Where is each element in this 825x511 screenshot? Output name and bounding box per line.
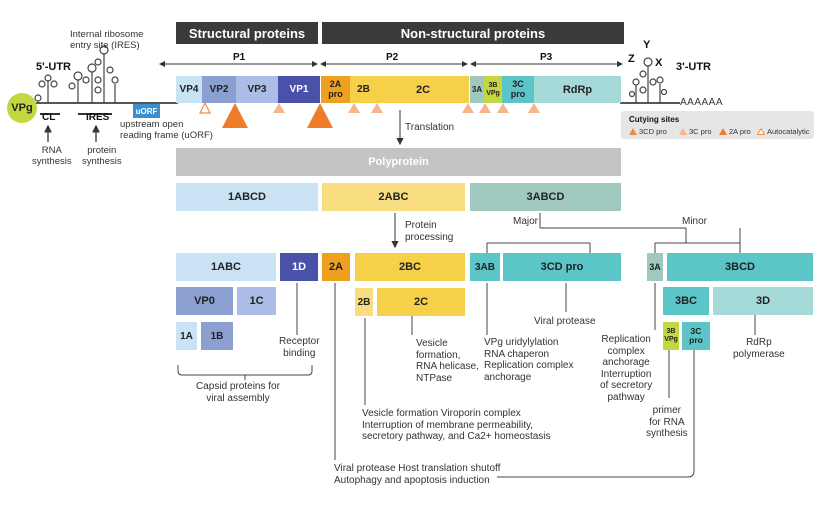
legend-title: Cutying sites <box>629 115 680 124</box>
capsid-proteins-label: Capsid proteins for viral assembly <box>196 381 280 404</box>
three-utr-stem-loops-icon <box>628 57 668 103</box>
ires-stem-loops-icon <box>68 45 119 103</box>
cleavage-3c-icon <box>462 103 474 113</box>
product-3c-pro: 3C pro <box>682 322 710 350</box>
protein-processing-label: Protein processing <box>405 220 454 243</box>
triangle-3c-icon <box>679 128 687 135</box>
z-label: Z <box>628 53 635 65</box>
receptor-binding-label: Receptor binding <box>279 336 320 359</box>
product-3cd-pro: 3CD pro <box>503 253 621 281</box>
p2-label: P2 <box>386 52 399 63</box>
polyprotein-bar: Polyprotein <box>176 148 621 176</box>
2b-function-label: Vesicle formation Viroporin complex Inte… <box>362 408 551 442</box>
vpg-circle: VPg <box>7 93 37 123</box>
product-1a: 1A <box>176 322 197 350</box>
five-utr-label: 5'-UTR <box>36 61 72 73</box>
ires-description: Internal ribosome entry site (IRES) <box>70 29 144 51</box>
3ab-function-label: VPg uridylylation RNA chaperon Replicati… <box>484 337 574 383</box>
precursor-3abcd: 3ABCD <box>470 183 621 211</box>
cleavage-3c-icon <box>479 103 491 113</box>
major-label: Major <box>513 216 539 227</box>
segment-3c-pro: 3C pro <box>502 76 534 103</box>
cl-label: CL <box>42 112 56 123</box>
cleavage-3c-icon <box>497 103 509 113</box>
segment-vp1: VP1 <box>278 76 320 103</box>
segment-2b: 2B <box>350 76 377 103</box>
cleavage-3c-icon <box>348 103 360 113</box>
uorf-box: uORF <box>133 104 160 118</box>
segment-2c: 2C <box>377 76 469 103</box>
product-1c: 1C <box>237 287 276 315</box>
segment-vp4: VP4 <box>176 76 202 103</box>
primer-label: primer for RNA synthesis <box>646 405 688 439</box>
cleavage-3cd-large-icon <box>222 103 248 128</box>
segment-vp2: VP2 <box>202 76 236 103</box>
x-label: X <box>655 57 663 69</box>
product-3bc: 3BC <box>663 287 709 315</box>
cleavage-3c-icon <box>371 103 383 113</box>
3a-function-label: Replication complex anchorage Interrupti… <box>600 334 653 403</box>
segment-rdrp: RdRp <box>534 76 621 103</box>
2c-function-label: Vesicle formation, RNA helicase, NTPase <box>416 338 479 384</box>
y-label: Y <box>643 39 651 51</box>
protein-synthesis-label: protein synthesis <box>82 145 122 167</box>
product-2c: 2C <box>377 288 465 316</box>
structural-proteins-header: Structural proteins <box>176 22 318 44</box>
viral-protease-3cd-label: Viral protease <box>534 316 596 327</box>
rdrp-function-label: RdRp polymerase <box>733 337 785 360</box>
product-2bc: 2BC <box>355 253 465 281</box>
rna-synthesis-label: RNA synthesis <box>32 145 72 167</box>
minor-label: Minor <box>682 216 708 227</box>
segment-3b-vpg: 3B VPg <box>484 76 502 103</box>
product-3a: 3A <box>647 253 663 281</box>
precursor-1abcd: 1ABCD <box>176 183 318 211</box>
cloverleaf-structure-icon <box>34 74 58 103</box>
three-utr-label: 3'-UTR <box>676 61 712 73</box>
product-2b: 2B <box>355 288 373 316</box>
nonstructural-proteins-header: Non-structural proteins <box>322 22 624 44</box>
2a-function-label: Viral protease Host translation shutoff … <box>334 463 501 486</box>
product-1d: 1D <box>280 253 318 281</box>
triangle-3cd-icon <box>629 128 637 135</box>
triangle-autocatalytic-icon <box>757 128 765 135</box>
product-3bcd: 3BCD <box>667 253 813 281</box>
segment-2a-pro: 2A pro <box>321 76 350 103</box>
triangle-2a-icon <box>719 128 727 135</box>
p3-label: P3 <box>540 52 553 63</box>
poly-a-tail: AAAAAA <box>680 97 724 108</box>
p1-label: P1 <box>233 52 246 63</box>
segment-3a: 3A <box>470 76 484 103</box>
product-3d: 3D <box>713 287 813 315</box>
segment-vp3: VP3 <box>236 76 278 103</box>
product-3b-vpg: 3B VPg <box>663 322 679 350</box>
product-3ab: 3AB <box>470 253 500 281</box>
cleavage-legend: Cutying sites 3CD pro 3C pro 2A pro Auto… <box>621 111 814 139</box>
cleavage-2a-icon <box>307 103 333 128</box>
product-2a: 2A <box>322 253 350 281</box>
product-vp0: VP0 <box>176 287 233 315</box>
cleavage-3c-icon <box>528 103 540 113</box>
ires-label: IRES <box>86 112 110 123</box>
uorf-description: upstream open reading frame (uORF) <box>120 119 213 141</box>
precursor-2abc: 2ABC <box>322 183 465 211</box>
autocatalytic-site-icon <box>199 101 211 114</box>
cleavage-3c-icon <box>273 103 285 113</box>
product-1abc: 1ABC <box>176 253 276 281</box>
translation-label: Translation <box>405 122 455 133</box>
product-1b: 1B <box>201 322 233 350</box>
